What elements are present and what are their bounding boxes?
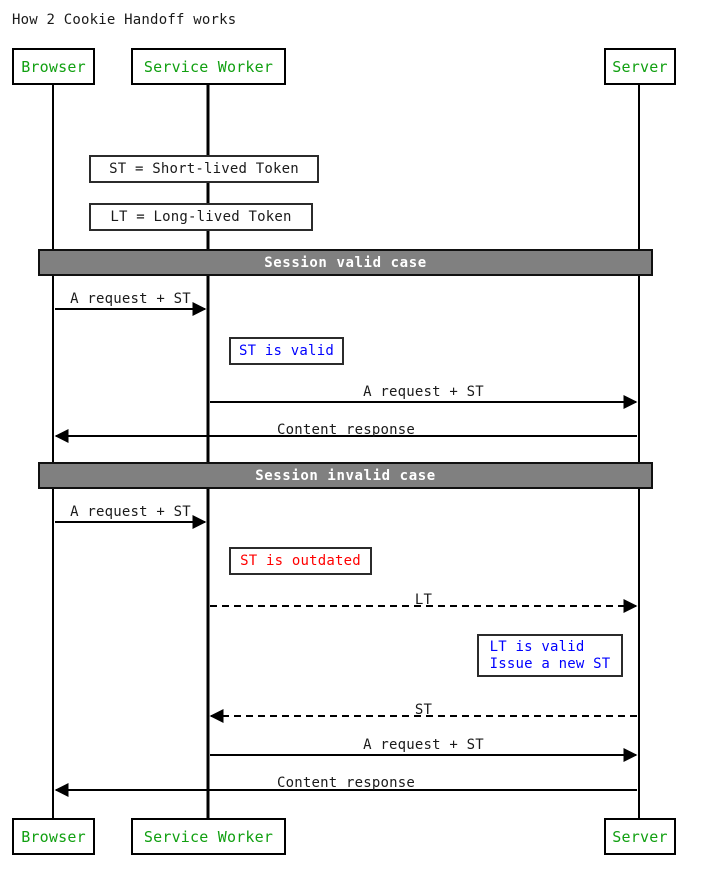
- legend-note: LT = Long-lived Token: [89, 203, 313, 231]
- annotation-note-n3: LT is valid Issue a new ST: [477, 634, 623, 677]
- page-title: How 2 Cookie Handoff works: [12, 12, 237, 28]
- participant-browser-bottom[interactable]: Browser: [12, 818, 95, 855]
- message-label-m2: A request + ST: [363, 384, 484, 400]
- participant-service_worker-bottom[interactable]: Service Worker: [131, 818, 286, 855]
- lifelines: [52, 85, 640, 818]
- participant-server-bottom[interactable]: Server: [604, 818, 676, 855]
- message-label-m5: LT: [414, 592, 433, 608]
- section-divider: Session invalid case: [38, 462, 653, 489]
- message-label-m4: A request + ST: [70, 504, 191, 520]
- message-label-m3: Content response: [276, 422, 416, 438]
- message-label-m6: ST: [414, 702, 433, 718]
- section-divider: Session valid case: [38, 249, 653, 276]
- participant-service_worker-top[interactable]: Service Worker: [131, 48, 286, 85]
- participant-server-top[interactable]: Server: [604, 48, 676, 85]
- annotation-note-n2: ST is outdated: [229, 547, 372, 575]
- message-label-m8: Content response: [276, 775, 416, 791]
- annotation-note-n1: ST is valid: [229, 337, 344, 365]
- message-label-m1: A request + ST: [70, 291, 191, 307]
- message-label-m7: A request + ST: [363, 737, 484, 753]
- participant-browser-top[interactable]: Browser: [12, 48, 95, 85]
- legend-note: ST = Short-lived Token: [89, 155, 319, 183]
